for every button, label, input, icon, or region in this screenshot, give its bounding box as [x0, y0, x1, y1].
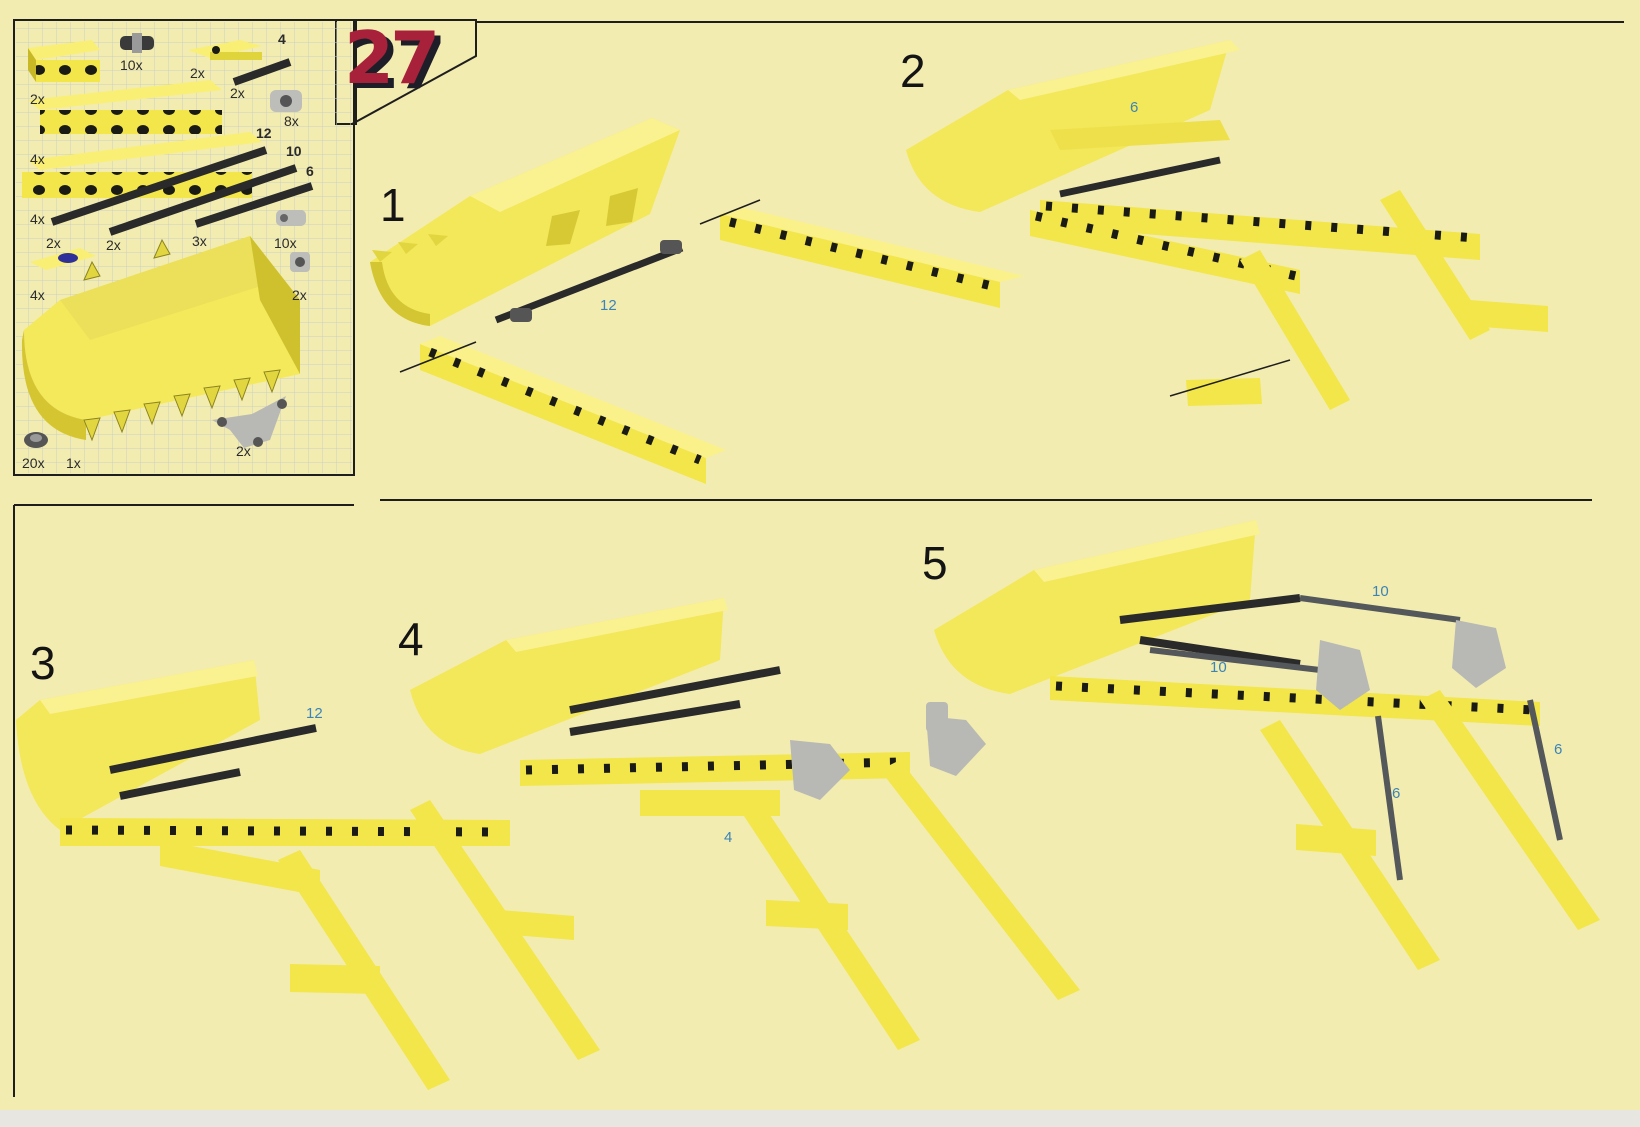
axle-12-icon — [50, 146, 268, 226]
qty-pin-grey: 10x — [274, 235, 297, 251]
step-5-axle-6-a: 6 — [1392, 785, 1401, 802]
qty-pin-connector: 10x — [120, 57, 143, 73]
inventory-parts — [21, 33, 314, 448]
pin-small-icon — [24, 432, 48, 448]
len-axle-6: 6 — [306, 163, 314, 179]
qty-axle-10: 3x — [192, 233, 207, 249]
step-4-callout: 4 — [724, 829, 733, 846]
step-2-axle-length: 6 — [1130, 99, 1139, 116]
axle-4-icon — [232, 58, 292, 86]
step-1-axle-length: 12 — [600, 297, 617, 314]
step-5-axle-10-a: 10 — [1372, 583, 1389, 600]
step-3-number: 3 — [30, 637, 56, 689]
axle-10-icon — [108, 164, 298, 236]
len-axle-10: 10 — [286, 143, 302, 159]
step-5-axle-6-b: 6 — [1554, 741, 1563, 758]
plate-1x4-icon — [188, 40, 262, 60]
page-bottom-edge — [0, 1110, 1640, 1127]
step-2-artwork — [906, 40, 1548, 410]
panel-frames — [13, 19, 1624, 1127]
triangle-link-icon — [212, 396, 287, 448]
qty-plate-hole: 2x — [46, 235, 61, 251]
len-axle-4: 4 — [278, 31, 286, 47]
step-5-number: 5 — [922, 537, 948, 589]
qty-beam-12: 4x — [30, 211, 45, 227]
step-5-artwork — [934, 520, 1600, 970]
step-2-number: 2 — [900, 45, 926, 97]
axle-6-icon — [194, 182, 314, 228]
qty-bucket: 1x — [66, 455, 81, 471]
qty-beam-8: 4x — [30, 151, 45, 167]
qty-triangle-link: 2x — [236, 443, 251, 459]
bush-grey-icon — [270, 90, 302, 112]
qty-pin-small: 20x — [22, 455, 45, 471]
qty-bush-grey: 8x — [284, 113, 299, 129]
page-number: 27 — [344, 16, 440, 100]
qty-axle-4: 2x — [230, 85, 245, 101]
step-4-number: 4 — [398, 613, 424, 665]
step-1-artwork — [370, 118, 1024, 484]
qty-plate-1x4: 2x — [190, 65, 205, 81]
step-1-number: 1 — [380, 179, 406, 231]
qty-plate-1x4-holes: 4x — [30, 287, 45, 303]
pin-connector-icon — [120, 33, 154, 53]
qty-bush-half: 2x — [292, 287, 307, 303]
beam-4-icon — [28, 40, 100, 82]
pin-grey-icon — [276, 210, 306, 226]
step-4-artwork — [410, 598, 1080, 1050]
step-3-axle-length: 12 — [306, 705, 323, 722]
qty-axle-12: 2x — [106, 237, 121, 253]
len-axle-12: 12 — [256, 125, 272, 141]
beam-8-icon — [28, 80, 222, 134]
plate-hole-icon — [30, 248, 96, 270]
bush-half-icon — [290, 252, 310, 272]
step-3-artwork — [16, 660, 600, 1090]
shovel-bucket-icon — [21, 236, 300, 442]
qty-beam-4: 2x — [30, 91, 45, 107]
step-5-axle-10-b: 10 — [1210, 659, 1227, 676]
